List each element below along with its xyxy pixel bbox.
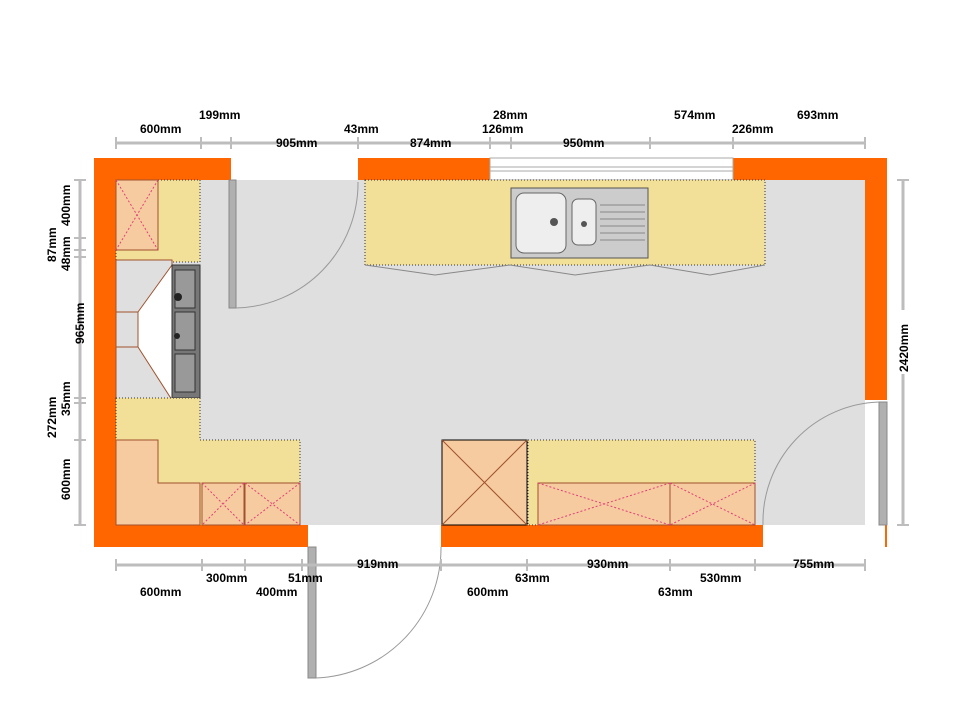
dim-label: 600mm bbox=[140, 585, 181, 599]
dim-label: 600mm bbox=[59, 459, 73, 500]
dim-label: 35mm bbox=[59, 381, 73, 416]
dim-label: 2420mm bbox=[897, 324, 911, 372]
dim-label: 51mm bbox=[288, 571, 323, 585]
bottom-door[interactable] bbox=[307, 546, 442, 679]
tall-cabinet[interactable] bbox=[441, 439, 528, 526]
dim-label: 905mm bbox=[276, 136, 317, 150]
top-door-opening bbox=[231, 158, 358, 180]
bottom-door-opening bbox=[308, 525, 441, 547]
dim-label: 574mm bbox=[674, 108, 715, 122]
top-dimension-line bbox=[115, 137, 866, 149]
base-cabinet-930[interactable] bbox=[537, 482, 671, 526]
dim-label: 965mm bbox=[73, 303, 87, 344]
base-cabinet-530[interactable] bbox=[669, 482, 756, 526]
cooker-hood[interactable] bbox=[115, 259, 173, 402]
gas-hob[interactable] bbox=[171, 264, 201, 399]
dim-label: 950mm bbox=[563, 136, 604, 150]
dim-label: 919mm bbox=[357, 557, 398, 571]
corner-base-cabinet[interactable] bbox=[115, 439, 201, 526]
top-door[interactable] bbox=[228, 179, 359, 309]
bottom-dimension-line bbox=[115, 559, 866, 571]
left-dimension-line bbox=[74, 179, 86, 526]
dim-label: 600mm bbox=[140, 122, 181, 136]
dim-label: 272mm bbox=[45, 397, 59, 438]
dim-label: 43mm bbox=[344, 122, 379, 136]
dim-label: 126mm bbox=[482, 122, 523, 136]
dim-label: 48mm bbox=[59, 236, 73, 271]
dim-label: 63mm bbox=[515, 571, 550, 585]
dim-label: 930mm bbox=[587, 557, 628, 571]
bottom-right-opening bbox=[763, 525, 885, 547]
dim-label: 400mm bbox=[256, 585, 297, 599]
sink[interactable] bbox=[510, 187, 649, 259]
dim-label: 226mm bbox=[732, 122, 773, 136]
dim-label: 28mm bbox=[493, 108, 528, 122]
dim-label: 874mm bbox=[410, 136, 451, 150]
dim-label: 600mm bbox=[467, 585, 508, 599]
top-window[interactable] bbox=[489, 157, 734, 181]
dim-label: 199mm bbox=[199, 108, 240, 122]
dim-label: 63mm bbox=[658, 585, 693, 599]
dim-label: 400mm bbox=[59, 185, 73, 226]
dim-label: 693mm bbox=[797, 108, 838, 122]
dim-label: 87mm bbox=[45, 227, 59, 262]
dim-label: 530mm bbox=[700, 571, 741, 585]
base-cabinet-400[interactable] bbox=[244, 482, 301, 526]
top-cabinet-doors bbox=[364, 264, 766, 276]
base-cabinet-300[interactable] bbox=[201, 482, 245, 526]
right-door[interactable] bbox=[762, 401, 888, 526]
wall-cabinet[interactable] bbox=[115, 179, 159, 251]
dim-label: 755mm bbox=[793, 557, 834, 571]
dim-label: 300mm bbox=[206, 571, 247, 585]
